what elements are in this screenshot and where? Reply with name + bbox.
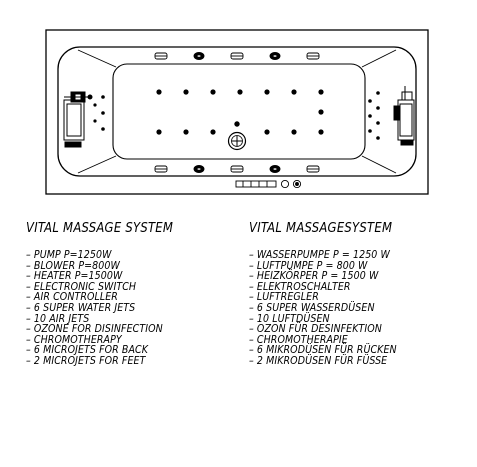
pump-unit-left [63,91,93,148]
microjets-left [93,95,105,131]
list-item: – HEATER P=1500W [26,269,123,283]
list-item: – BLOWER P=800W [26,258,120,272]
german-spec-title: VITAL MASSAGESYSTEM [249,220,393,236]
tub-basin [57,46,417,177]
list-item: – 2 MICROJETS FOR FEET [26,353,146,367]
list-item: – AIR CONTROLLER [26,290,118,304]
list-item: – 6 SUPER WATER JETS [26,300,136,314]
list-item: – WASSERPUMPE P = 1250 W [249,248,390,261]
english-spec-list: – PUMP P=1250W – BLOWER P=800W – HEATER … [26,248,173,367]
english-spec-title: VITAL MASSAGE SYSTEM [26,220,174,236]
drain-icon [227,121,247,151]
list-item: – 6 SUPER WASSERDÜSEN [249,300,375,314]
tub-bottom-panel [112,63,366,160]
control-panel [235,179,302,189]
list-item: – ELECTRONIC SWITCH [26,279,137,293]
tub-outer-frame [45,29,429,195]
list-item: – OZON FÜR DESINFEKTION [249,322,382,336]
list-item: – 6 MIKRODÜSEN FÜR RÜCKEN [249,343,397,357]
rim-jets-bottom [154,165,320,173]
basin-slope-lines [77,49,397,174]
german-spec-list: – WASSERPUMPE P = 1250 W – LUFTPUMPE P =… [249,248,397,367]
list-item: – ELEKTROSCHALTER [249,279,351,293]
list-item: – HEIZKÖRPER P = 1500 W [249,269,379,283]
list-item: – LUFTREGLER [249,290,319,304]
list-item: – 10 LUFTDÜSEN [249,311,330,325]
list-item: – OZONE FOR DISINFECTION [26,322,163,336]
bathtub-drawing [45,29,429,195]
english-spec-column: VITAL MASSAGE SYSTEM – PUMP P=1250W – BL… [26,220,173,367]
list-item: – 10 AIR JETS [26,311,90,325]
german-spec-column: VITAL MASSAGESYSTEM – WASSERPUMPE P = 12… [249,220,397,367]
list-item: – CHROMOTHERAPY [26,332,122,346]
rim-jets-top [154,52,320,60]
list-item: – CHROMOTHERAPIE [249,332,348,346]
list-item: – 6 MICROJETS FOR BACK [26,343,149,357]
microjets-right [368,91,380,140]
list-item: – PUMP P=1250W [26,248,112,261]
list-item: – LUFTPUMPE P = 800 W [249,258,368,272]
list-item: – 2 MIKRODÜSEN FÜR FÜSSE [249,353,388,367]
pump-unit-right [393,86,415,146]
air-jets [156,89,324,135]
